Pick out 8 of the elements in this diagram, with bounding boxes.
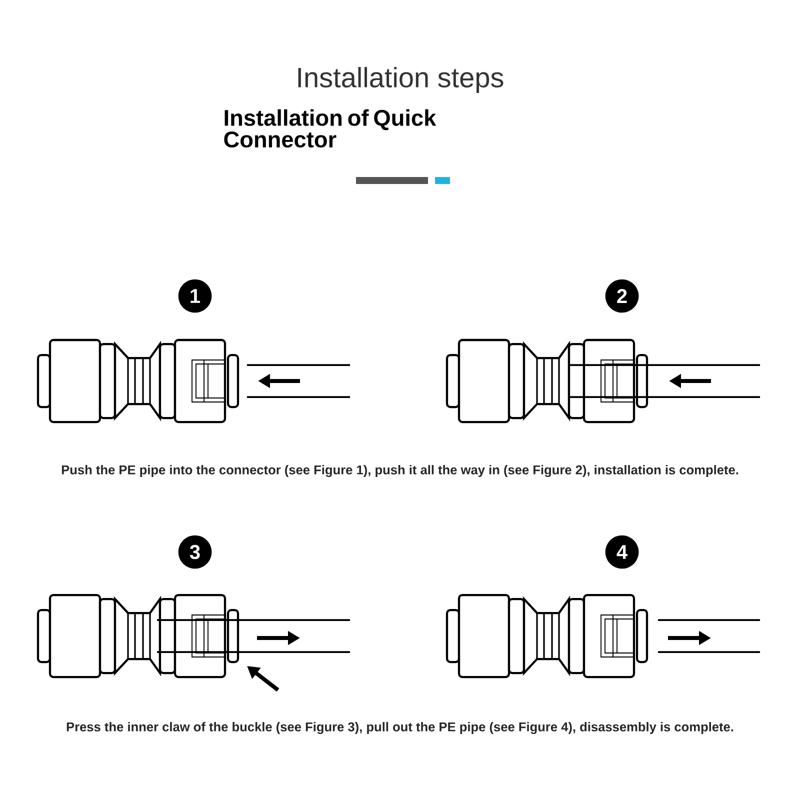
instruction-text: Push the PE pipe into the connector (see Figure 1), push it all the way in (see Figure 2), installation is complete.: [62, 465, 738, 477]
title: Installation steps: [298, 66, 504, 94]
callout-number: 3: [178, 535, 212, 569]
callout-number: 1: [178, 279, 212, 313]
callout-number: 4: [605, 535, 639, 569]
subtitle: Installation of Quick Connector: [224, 109, 436, 148]
instruction-text: Press the inner claw of the buckle (see Figure 3), pull out the PE pipe (see Figure 4), disassembly is complete.: [66, 722, 734, 734]
callout-number: 2: [605, 279, 639, 313]
